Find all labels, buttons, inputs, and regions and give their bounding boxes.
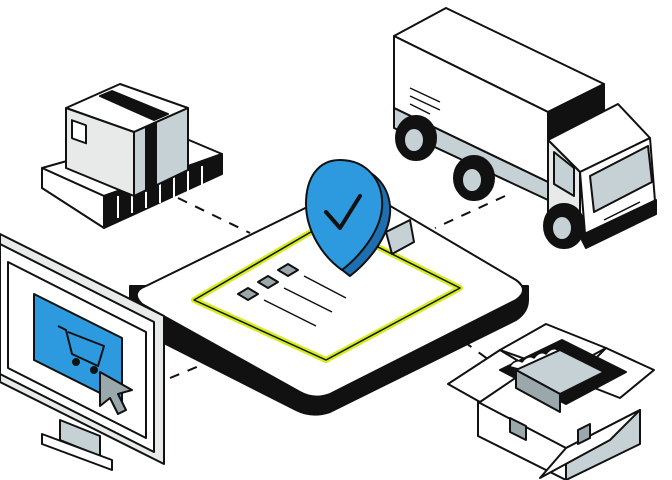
checklist-items (237, 263, 347, 327)
checkmark-location-pin-icon (305, 159, 392, 277)
online-shopping-monitor-icon (0, 233, 165, 471)
connector-truck (434, 195, 506, 229)
cursor-arrow-icon (99, 371, 133, 415)
checkbox-2 (257, 275, 279, 289)
checkbox-3 (237, 287, 259, 301)
shopping-cart-icon (57, 325, 105, 374)
open-delivery-box-icon (447, 323, 655, 480)
delivery-truck-icon (393, 7, 657, 249)
parcel-on-conveyor-icon (41, 83, 223, 229)
check-mark (324, 194, 362, 230)
checkbox-1 (277, 263, 299, 277)
connector-parcel (177, 197, 251, 234)
checklist-platform-icon (129, 188, 529, 416)
